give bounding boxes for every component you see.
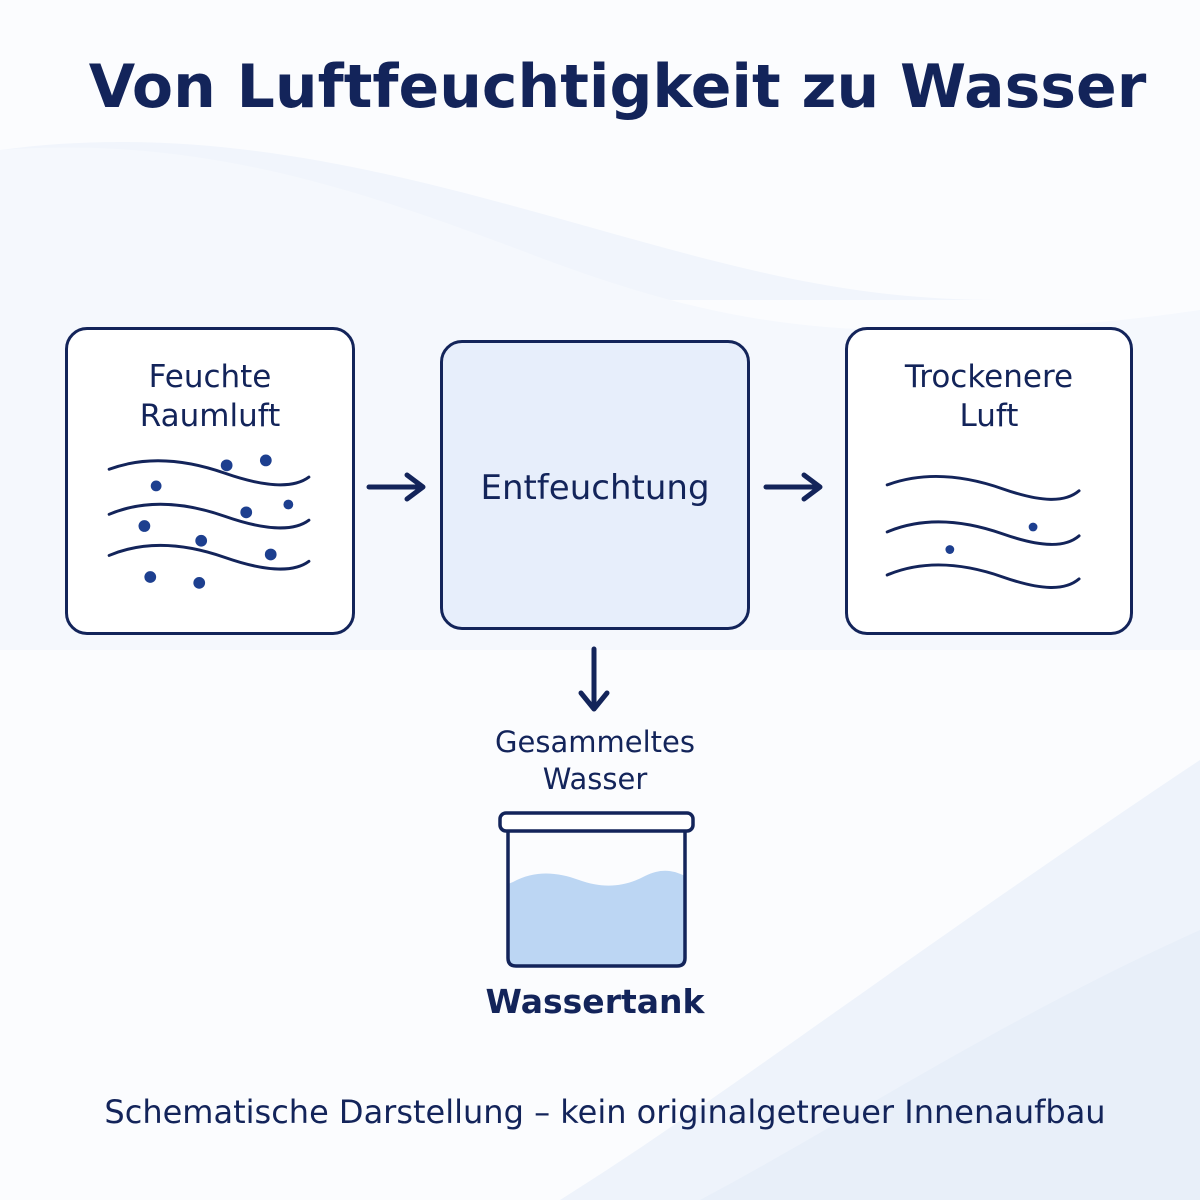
dry-air-label-2: Luft [959,398,1019,434]
water-tank-label: Wassertank [485,982,705,1021]
humid-air-label-2: Raumluft [139,398,281,434]
humid-air-node: Feuchte Raumluft [65,327,355,635]
arrow-right-icon [763,472,823,502]
footer-note: Schematische Darstellung – kein original… [104,1093,1106,1131]
dry-air-node: Trockenere Luft [845,327,1133,635]
dry-air-label-1: Trockenere [904,359,1074,395]
arrow-right-icon [366,472,426,502]
humid-air-wave-icon [107,454,311,589]
diagram-title: Von Luftfeuchtigkeit zu Wasser [88,52,1147,122]
arrow-down-icon [578,646,610,712]
dehumidification-label: Entfeuchtung [480,468,710,508]
humid-air-label-1: Feuchte [148,359,272,395]
collected-water-label-1: Gesammeltes [495,725,695,759]
collected-water-caption: Gesammeltes Wasser [445,724,745,798]
dry-air-wave-icon [885,474,1081,589]
dehumidification-node: Entfeuchtung [440,340,750,630]
water-tank-icon [498,811,695,968]
collected-water-label-2: Wasser [542,762,648,796]
